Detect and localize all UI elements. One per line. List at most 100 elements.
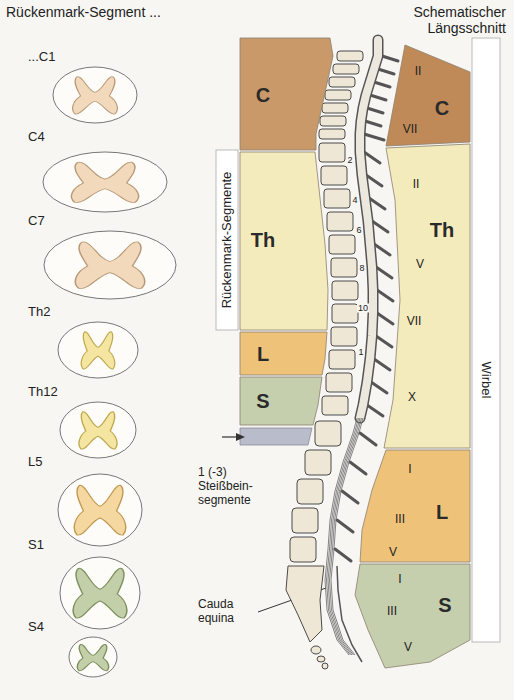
vertebral-bodies bbox=[331, 258, 357, 277]
vertebra-numeral: V bbox=[389, 546, 397, 560]
vertebral-bodies bbox=[332, 281, 358, 300]
spinous-processes bbox=[371, 382, 387, 393]
cross-sections bbox=[69, 637, 117, 677]
band-outline bbox=[384, 144, 470, 448]
spinous-processes bbox=[376, 267, 392, 278]
cross-sections bbox=[81, 332, 115, 369]
spinous-processes bbox=[372, 221, 388, 232]
vertebral-bodies bbox=[297, 479, 323, 504]
vertebral-bodies bbox=[329, 235, 355, 254]
cross-sections bbox=[43, 152, 167, 212]
vertical-label: Wirbel bbox=[479, 362, 494, 399]
region-letter: Th bbox=[430, 219, 454, 241]
column-heading: Schematischer Längsschnitt bbox=[356, 4, 506, 36]
level-label: C7 bbox=[28, 214, 45, 229]
vertebra-numeral: VII bbox=[407, 315, 422, 329]
level-label: Th2 bbox=[28, 305, 50, 320]
spinal-cord bbox=[360, 40, 378, 418]
region-letter: S bbox=[256, 390, 269, 412]
label-strip bbox=[216, 38, 500, 642]
band-outline bbox=[355, 564, 470, 668]
vertebral-bodies bbox=[327, 212, 353, 231]
region-letter: L bbox=[257, 343, 269, 365]
vertebral-bodies bbox=[333, 64, 359, 74]
vertebral-bodies bbox=[322, 663, 328, 669]
level-label: C4 bbox=[28, 130, 45, 145]
band-outline bbox=[386, 45, 470, 146]
spinous-processes bbox=[364, 152, 380, 163]
vertebra-numeral: II bbox=[415, 65, 422, 79]
vertebra-numeral: I bbox=[398, 573, 401, 587]
level-label: L5 bbox=[28, 455, 42, 470]
vertebral-bodies bbox=[322, 396, 348, 415]
cross-sections bbox=[58, 474, 142, 546]
band-outline bbox=[240, 377, 322, 425]
segment-number: 10 bbox=[357, 304, 369, 313]
spinous-processes bbox=[374, 82, 390, 87]
cross-sections bbox=[53, 67, 137, 123]
vertebral-bodies bbox=[329, 77, 355, 87]
vertebral-bodies bbox=[326, 373, 352, 392]
region-letter: C bbox=[435, 97, 449, 119]
vertebra-numeral: X bbox=[408, 391, 416, 405]
vertebral-bodies bbox=[324, 189, 350, 208]
cross-sections bbox=[77, 644, 108, 670]
pointer-arrow bbox=[236, 433, 245, 441]
cross-sections bbox=[74, 485, 125, 535]
cauda-equina bbox=[331, 418, 363, 655]
spinous-processes bbox=[378, 69, 394, 74]
spinous-processes bbox=[360, 433, 376, 445]
vertebra-band: C bbox=[386, 45, 470, 146]
region-letter: C bbox=[256, 84, 270, 106]
pointer-arrow bbox=[222, 436, 238, 437]
band-outline bbox=[240, 38, 333, 150]
spinous-processes bbox=[377, 313, 393, 324]
spinous-processes bbox=[342, 491, 358, 503]
vertebral-bodies bbox=[311, 646, 321, 654]
level-label: Th12 bbox=[28, 385, 58, 400]
spinous-processes bbox=[374, 359, 390, 370]
spinous-processes bbox=[365, 121, 381, 126]
level-label: S1 bbox=[28, 538, 44, 553]
vertebral-bodies bbox=[292, 508, 318, 533]
column-heading: Rückenmark-Segment ... bbox=[6, 4, 161, 20]
vertebra-numeral: III bbox=[395, 513, 405, 527]
segment-number: 2 bbox=[346, 156, 353, 165]
spinal-cord bbox=[360, 40, 378, 418]
band-outline bbox=[355, 564, 470, 668]
vertebral-bodies bbox=[332, 304, 358, 323]
segment-band: Th bbox=[240, 152, 328, 330]
band-outline bbox=[240, 332, 327, 375]
vertebral-bodies bbox=[337, 51, 363, 61]
cross-sections bbox=[44, 231, 176, 299]
cross-sections bbox=[73, 568, 127, 618]
spinous-processes bbox=[370, 95, 386, 100]
spinous-processes bbox=[382, 56, 398, 61]
region-letter: S bbox=[438, 594, 451, 616]
cross-sections bbox=[60, 402, 136, 458]
spinous-processes bbox=[367, 108, 383, 113]
level-label: S4 bbox=[28, 620, 44, 635]
vertical-label: Rückenmark-Segmente bbox=[220, 172, 235, 309]
cauda-equina bbox=[327, 418, 359, 655]
spinous-processes bbox=[367, 405, 383, 416]
vertebral-bodies bbox=[321, 166, 347, 185]
segment-number: 6 bbox=[355, 226, 362, 235]
vertebral-bodies bbox=[319, 129, 345, 139]
band-outline bbox=[240, 332, 327, 375]
pointer-arrow bbox=[222, 433, 245, 441]
band-outline bbox=[360, 450, 470, 562]
vertebra-numeral: II bbox=[413, 178, 420, 192]
cross-sections bbox=[71, 162, 138, 202]
cross-sections bbox=[79, 412, 117, 449]
cauda-equina bbox=[328, 418, 360, 655]
segment-number: 4 bbox=[351, 196, 358, 205]
spinous-processes bbox=[335, 549, 351, 561]
vertebral-bodies bbox=[331, 327, 357, 346]
segment-band: L bbox=[240, 332, 327, 375]
cross-sections bbox=[73, 77, 118, 114]
spinous-processes bbox=[377, 290, 393, 301]
band-outline bbox=[240, 152, 328, 330]
spinous-processes bbox=[350, 462, 366, 474]
